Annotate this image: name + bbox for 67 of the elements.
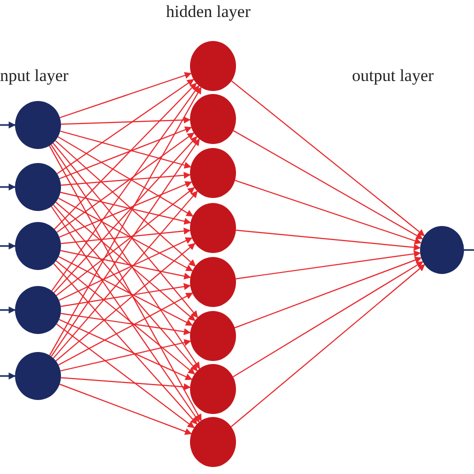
arrow bbox=[56, 242, 196, 362]
layer-label: hidden layer bbox=[166, 2, 250, 22]
arrow bbox=[58, 319, 192, 380]
arrow bbox=[58, 237, 193, 301]
arrow bbox=[49, 86, 202, 356]
arrow bbox=[60, 283, 191, 307]
neuron-circle bbox=[15, 222, 61, 270]
neuron-circle bbox=[15, 352, 61, 400]
neuron-circle bbox=[190, 203, 236, 253]
arrow bbox=[53, 263, 198, 425]
arrow bbox=[59, 181, 192, 238]
arrow bbox=[55, 140, 196, 267]
arrow bbox=[233, 130, 424, 240]
arrow bbox=[60, 312, 191, 336]
arrow bbox=[60, 228, 191, 244]
arrow bbox=[232, 261, 424, 378]
arrow bbox=[56, 324, 195, 428]
neuron-circle bbox=[190, 41, 236, 91]
arrow bbox=[59, 126, 192, 180]
layer-label: output layer bbox=[352, 66, 434, 86]
arrow bbox=[236, 250, 421, 280]
neuron-circle bbox=[420, 226, 464, 274]
arrow bbox=[60, 72, 192, 118]
connector-line bbox=[464, 249, 474, 251]
arrow bbox=[52, 142, 198, 318]
arrow bbox=[58, 136, 194, 217]
arrow bbox=[0, 306, 16, 314]
arrow bbox=[56, 187, 195, 296]
arrow bbox=[51, 85, 200, 292]
neuron-circle bbox=[190, 94, 236, 144]
neuron-circle bbox=[15, 163, 61, 211]
arrow bbox=[56, 78, 194, 174]
neuron-circle bbox=[190, 148, 236, 198]
arrow bbox=[234, 180, 422, 244]
arrow bbox=[60, 250, 192, 280]
arrow bbox=[60, 192, 192, 225]
neuron-circle bbox=[190, 257, 236, 307]
arrow bbox=[54, 82, 197, 230]
arrow bbox=[54, 136, 198, 294]
arrow bbox=[56, 260, 196, 374]
arrow bbox=[60, 130, 192, 169]
arrow bbox=[234, 256, 422, 328]
arrow bbox=[58, 256, 193, 326]
arrow bbox=[60, 116, 191, 125]
arrow bbox=[58, 292, 194, 366]
arrow bbox=[0, 242, 16, 250]
layer-label: nput layer bbox=[0, 66, 68, 86]
arrow bbox=[59, 384, 192, 435]
neuron-circle bbox=[15, 286, 61, 334]
arrow bbox=[0, 372, 16, 380]
arrow bbox=[49, 146, 202, 422]
arrow bbox=[236, 230, 421, 251]
neuron-circle bbox=[190, 417, 236, 467]
arrow bbox=[230, 264, 426, 428]
neuron-circle bbox=[15, 101, 61, 149]
arrow bbox=[231, 80, 425, 236]
arrow bbox=[60, 339, 192, 372]
arrow bbox=[50, 206, 200, 423]
arrow bbox=[58, 198, 194, 272]
arrow bbox=[56, 132, 194, 233]
arrow bbox=[0, 122, 16, 128]
arrow bbox=[55, 202, 196, 322]
neuron-circle bbox=[190, 364, 236, 414]
arrow bbox=[60, 377, 191, 390]
arrow bbox=[60, 172, 191, 186]
neuron-circle bbox=[190, 311, 236, 361]
arrow bbox=[0, 184, 16, 190]
